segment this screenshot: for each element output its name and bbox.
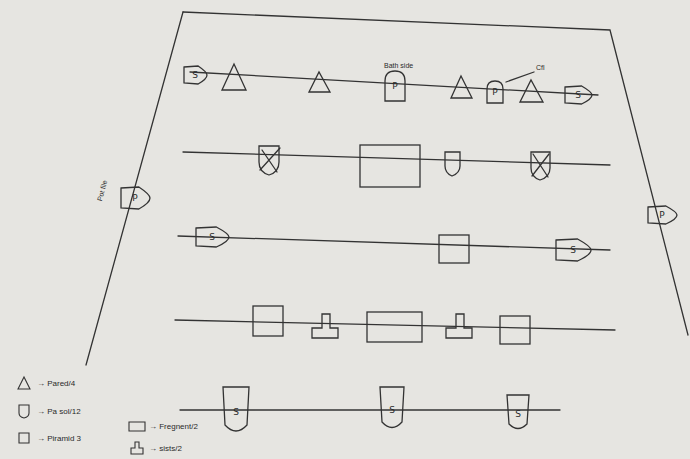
shield-seat: S bbox=[563, 85, 593, 105]
triangle-symbol bbox=[451, 76, 472, 98]
t-symbol bbox=[446, 314, 472, 338]
shield-seat: S bbox=[379, 386, 405, 434]
shield-seat: S bbox=[222, 386, 250, 438]
seat-outline bbox=[507, 395, 529, 429]
legend-symbol bbox=[16, 430, 34, 446]
shield-symbol bbox=[445, 152, 460, 176]
cross-mark bbox=[532, 154, 549, 177]
legend-text: → Pared/4 bbox=[37, 379, 75, 388]
shield-seat: S bbox=[506, 394, 530, 434]
triangle-symbol bbox=[222, 64, 246, 90]
legend-entry: → Pa sol/12 bbox=[16, 403, 81, 419]
note-label: Bath side bbox=[384, 62, 413, 69]
square-symbol bbox=[500, 316, 530, 344]
seat-outline bbox=[385, 71, 405, 101]
legend-entry: → Piramid 3 bbox=[16, 430, 81, 446]
seat-outline bbox=[487, 81, 503, 103]
seat-outline bbox=[223, 387, 249, 431]
note-label: Pot file bbox=[96, 179, 108, 201]
seat-letter: S bbox=[570, 246, 576, 255]
arch-seat: P bbox=[384, 70, 406, 102]
legend-symbol bbox=[16, 375, 34, 391]
seat-letter: S bbox=[233, 408, 239, 417]
seat-letter: P bbox=[132, 194, 137, 203]
seat-outline bbox=[184, 66, 207, 84]
legend-text: → Fregnent/2 bbox=[149, 422, 198, 431]
shield-seat: S bbox=[554, 238, 592, 262]
note-label: Cfl bbox=[536, 64, 545, 71]
seat-letter: P bbox=[492, 88, 497, 97]
legend-entry: → sists/2 bbox=[128, 440, 182, 456]
legend-symbol bbox=[16, 403, 34, 419]
seat-outline bbox=[556, 239, 591, 261]
legend-symbol bbox=[131, 442, 143, 454]
legend-entry: → Fregnent/2 bbox=[128, 418, 198, 434]
seat-letter: P bbox=[659, 211, 664, 220]
legend-symbol bbox=[19, 433, 29, 443]
arch-seat: P bbox=[486, 80, 504, 104]
seat-outline bbox=[648, 206, 677, 224]
seat-letter: S bbox=[575, 91, 581, 100]
square-symbol bbox=[439, 235, 469, 263]
seat-letter: S bbox=[209, 233, 215, 242]
legend-symbol bbox=[128, 440, 146, 456]
seat-letter: S bbox=[389, 406, 395, 415]
seat-outline bbox=[121, 187, 150, 209]
shield-seat: P bbox=[646, 205, 678, 225]
legend-symbol bbox=[18, 377, 30, 389]
seat-outline bbox=[565, 86, 592, 104]
leader-line bbox=[506, 72, 534, 82]
legend-symbol bbox=[129, 422, 145, 431]
seat-letter: P bbox=[392, 82, 397, 91]
seat-outline bbox=[380, 387, 404, 428]
legend-symbol bbox=[128, 418, 146, 434]
room-outline bbox=[183, 12, 688, 335]
row-line bbox=[175, 320, 615, 330]
room-outline bbox=[86, 12, 183, 365]
cross-mark bbox=[260, 148, 280, 172]
legend-text: → Pa sol/12 bbox=[37, 407, 81, 416]
row-line bbox=[178, 236, 610, 250]
legend-text: → sists/2 bbox=[149, 444, 182, 453]
shield-seat: P bbox=[119, 186, 151, 210]
shield-seat: S bbox=[194, 226, 230, 248]
shield-seat: S bbox=[182, 65, 208, 85]
t-symbol bbox=[312, 314, 338, 338]
crossed-shield bbox=[259, 146, 279, 175]
legend-entry: → Pared/4 bbox=[16, 375, 75, 391]
square-symbol bbox=[253, 306, 283, 336]
seat-letter: S bbox=[192, 71, 198, 80]
legend-text: → Piramid 3 bbox=[37, 434, 81, 443]
rect-table bbox=[367, 312, 422, 342]
seat-letter: S bbox=[515, 410, 521, 419]
crossed-shield bbox=[531, 152, 550, 180]
seat-outline bbox=[196, 227, 229, 247]
triangle-symbol bbox=[309, 72, 330, 92]
legend-symbol bbox=[19, 405, 29, 418]
triangle-symbol bbox=[520, 80, 543, 102]
large-table bbox=[360, 145, 420, 187]
